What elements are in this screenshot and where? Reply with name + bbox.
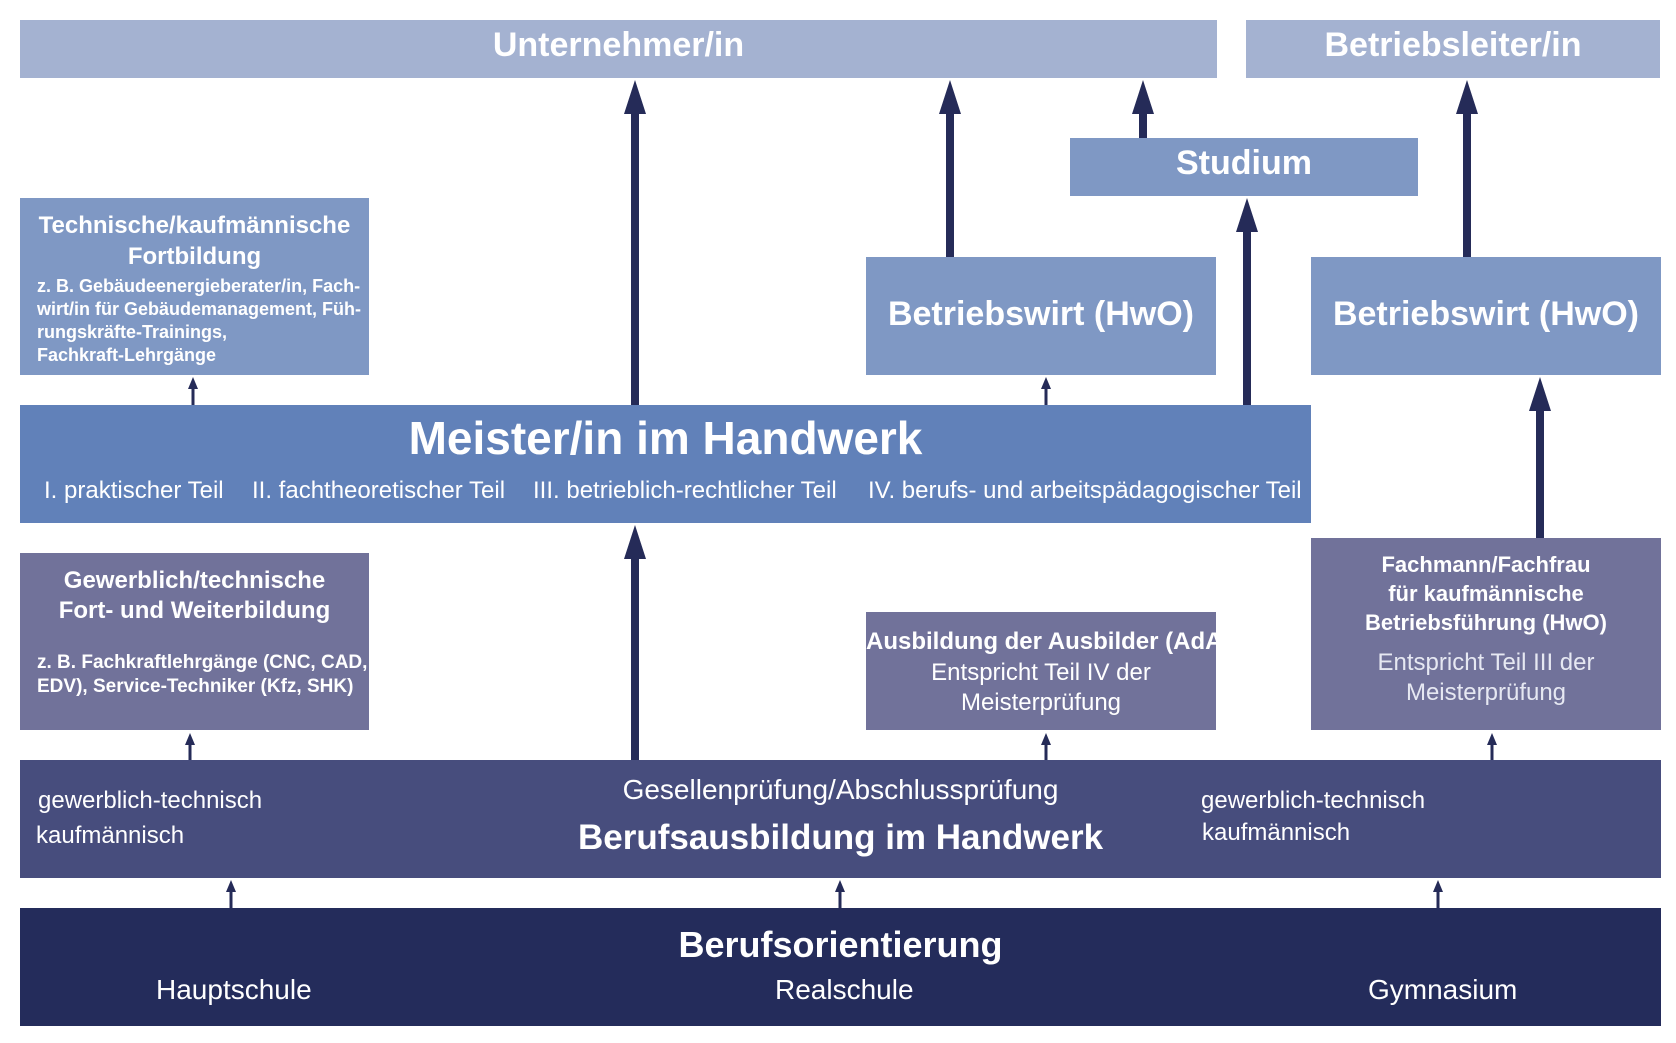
berufsausbildung-left-line: gewerblich-technisch (38, 787, 263, 814)
fortbildung-detail-line: Fachkraft-Lehrgänge (37, 345, 217, 365)
arrow-meister-to-fortbildung (188, 377, 198, 405)
berufsausbildung-right-line: kaufmännisch (1202, 819, 1351, 846)
meister-part-1: I. praktischer Teil (44, 477, 224, 504)
meister-part-3: III. betrieblich-rechtlicher Teil (533, 477, 837, 504)
ada-box: Ausbildung der Ausbilder (AdA) Entsprich… (866, 612, 1231, 730)
ada-detail-line: Meisterprüfung (960, 689, 1122, 716)
betriebswirt-right-label: Betriebswirt (HwO) (1332, 295, 1640, 333)
fortbildung-detail-line: rungskräfte-Trainings, (37, 322, 228, 342)
arrow-ausbildung-to-gewerblich (185, 733, 195, 760)
fortbildung-detail-line: wirt/in für Gebäudemanagement, Füh- (37, 299, 362, 319)
fortbildung-box: Technische/kaufmännische Fortbildung z. … (20, 198, 369, 375)
fachmann-title-line: Betriebsführung (HwO) (1365, 610, 1607, 635)
studium-box: Studium (1070, 138, 1418, 196)
unternehmer-box: Unternehmer/in (20, 20, 1217, 78)
berufsausbildung-right-line: gewerblich-technisch (1201, 787, 1426, 814)
gewerblich-detail-line: z. B. Fachkraftlehrgänge (CNC, CAD, (37, 652, 368, 673)
betriebswirt-right-box: Betriebswirt (HwO) (1311, 257, 1661, 375)
school-gymnasium: Gymnasium (1368, 974, 1518, 1005)
unternehmer-label: Unternehmer/in (492, 26, 745, 64)
arrow-ausbildung-to-meister (624, 525, 646, 760)
berufsausbildung-left-line: kaufmännisch (36, 822, 185, 849)
fachmann-detail-line: Entspricht Teil III der (1377, 649, 1595, 676)
arrow-hauptschule-to-ausbildung (226, 880, 236, 908)
betriebsleiter-label: Betriebsleiter/in (1324, 26, 1582, 64)
meister-part-2: II. fachtheoretischer Teil (252, 477, 506, 504)
fortbildung-title-line2: Fortbildung (127, 243, 262, 270)
arrow-realschule-to-ausbildung (835, 880, 845, 908)
arrow-meister-to-unternehmer (624, 80, 646, 405)
arrow-betriebswirt-to-unternehmer (939, 80, 961, 257)
gewerblich-title-line1: Gewerblich/technische (63, 567, 326, 594)
arrow-meister-to-betriebswirt (1041, 377, 1051, 405)
arrow-fachmann-to-betriebswirt (1529, 377, 1551, 538)
meister-part-4: IV. berufs- und arbeitspädagogischer Tei… (868, 477, 1302, 504)
arrow-studium-to-unternehmer (1132, 80, 1154, 138)
fachmann-detail-line: Meisterprüfung (1405, 679, 1567, 706)
gewerblich-box: Gewerblich/technische Fort- und Weiterbi… (20, 553, 369, 730)
arrow-meister-to-studium (1236, 198, 1258, 405)
berufsausbildung-subtitle: Gesellenprüfung/Abschlussprüfung (622, 774, 1059, 805)
arrow-ausbildung-to-ada (1041, 733, 1051, 760)
meister-box: Meister/in im Handwerk I. praktischer Te… (20, 405, 1311, 523)
fortbildung-title-line1: Technische/kaufmännische (38, 212, 351, 239)
gewerblich-title-line2: Fort- und Weiterbildung (58, 597, 331, 624)
meister-title: Meister/in im Handwerk (408, 412, 923, 464)
fachmann-title-line: Fachmann/Fachfrau (1381, 552, 1591, 577)
betriebswirt-left-box: Betriebswirt (HwO) (866, 257, 1216, 375)
fachmann-box: Fachmann/Fachfrau für kaufmännische Betr… (1311, 538, 1661, 730)
ada-title: Ausbildung der Ausbilder (AdA) (866, 628, 1231, 655)
gewerblich-detail-line: EDV), Service-Techniker (Kfz, SHK) (37, 676, 354, 697)
betriebswirt-left-label: Betriebswirt (HwO) (887, 295, 1195, 333)
berufsausbildung-box: gewerblich-technisch kaufmännisch Gesell… (20, 760, 1661, 878)
berufsorientierung-title: Berufsorientierung (678, 924, 1003, 965)
ada-detail-line: Entspricht Teil IV der (931, 659, 1151, 686)
arrow-gymnasium-to-ausbildung (1433, 880, 1443, 908)
arrow-betriebswirt-to-betriebsleiter (1456, 80, 1478, 257)
arrow-ausbildung-to-fachmann (1487, 733, 1497, 760)
fortbildung-detail-line: z. B. Gebäudeenergieberater/in, Fach- (37, 276, 361, 296)
school-realschule: Realschule (775, 974, 914, 1005)
studium-label: Studium (1176, 144, 1312, 182)
berufsausbildung-title: Berufsausbildung im Handwerk (577, 818, 1104, 857)
betriebsleiter-box: Betriebsleiter/in (1246, 20, 1660, 78)
fachmann-title-line: für kaufmännische (1388, 581, 1584, 606)
berufsorientierung-box: Berufsorientierung Hauptschule Realschul… (20, 908, 1661, 1026)
school-hauptschule: Hauptschule (156, 974, 312, 1005)
